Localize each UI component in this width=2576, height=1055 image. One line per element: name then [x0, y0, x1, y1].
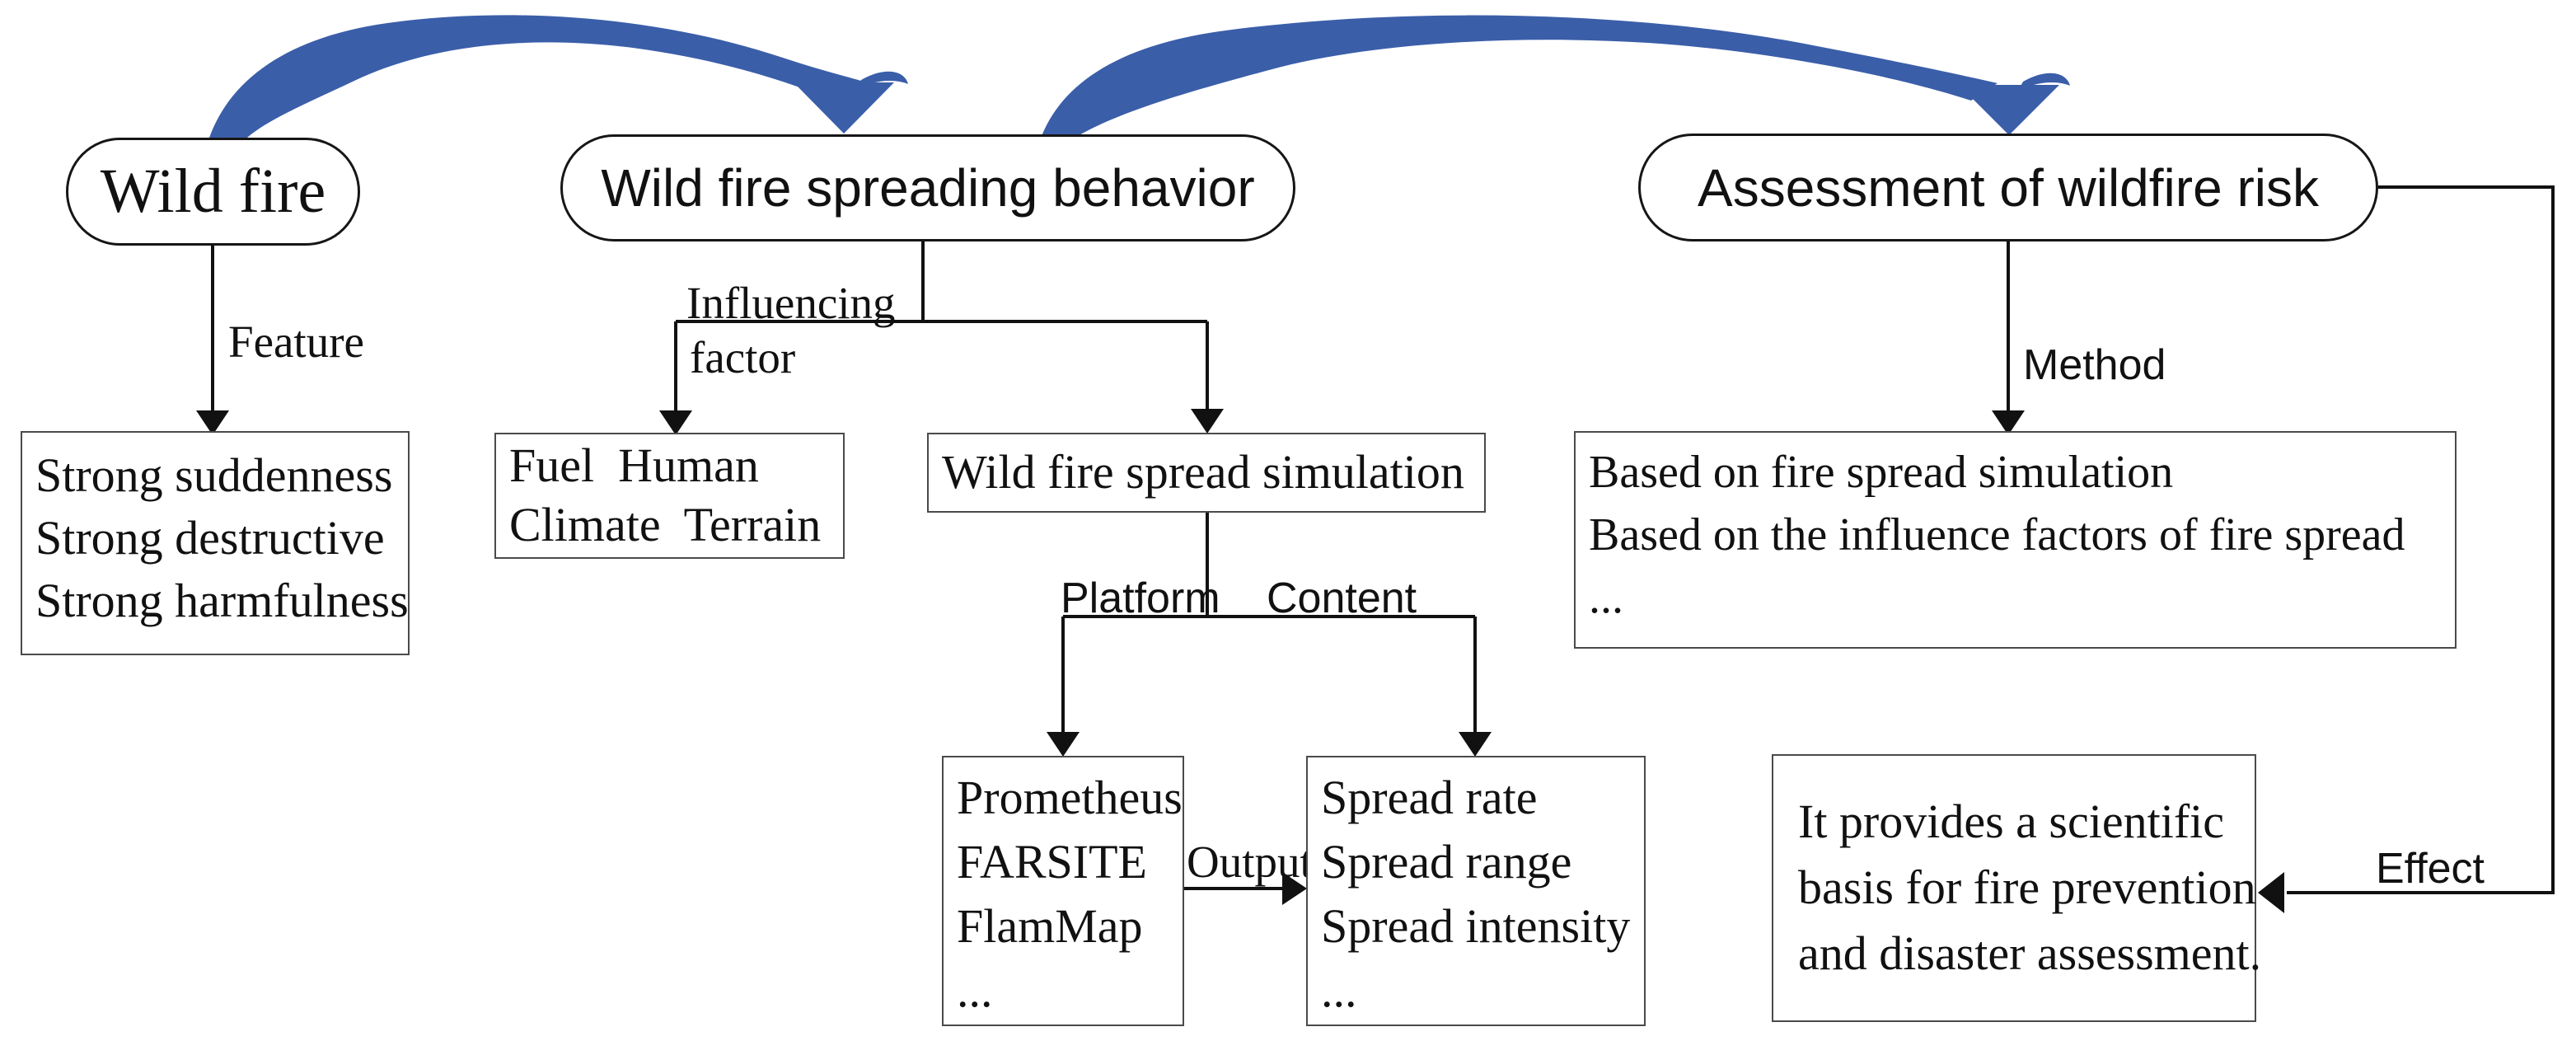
node-label: Wild fire spreading behavior	[601, 158, 1255, 218]
edge-label-factor: factor	[690, 332, 796, 382]
edge-label-content: Content	[1267, 574, 1417, 622]
contents-box: Spread rate Spread range Spread intensit…	[1306, 756, 1646, 1026]
curved-arrow-icon	[209, 15, 908, 138]
edge-label-method: Method	[2023, 341, 2166, 389]
box-line: Spread rate	[1321, 771, 1538, 824]
box-line: Fuel Human	[509, 438, 759, 492]
spread-simulation-box: Wild fire spread simulation	[927, 433, 1486, 513]
platforms-box: Prometheus FARSITE FlamMap ...	[942, 756, 1184, 1026]
node-label: Wild fire	[100, 157, 326, 226]
box-line: Spread range	[1321, 835, 1572, 889]
edge-label-output: Output	[1187, 837, 1313, 887]
node-wild-fire-spreading-behavior: Wild fire spreading behavior	[560, 134, 1295, 241]
edge-label-influencing: Influencing	[686, 278, 896, 328]
effect-box: It provides a scientific basis for fire …	[1772, 754, 2262, 1022]
methods-box: Based on fire spread simulation Based on…	[1574, 431, 2457, 649]
box-line: Strong suddenness	[35, 448, 393, 502]
box-line: ...	[1589, 572, 1623, 623]
influencing-factors-box: Fuel Human Climate Terrain	[494, 433, 845, 559]
box-line: Spread intensity	[1321, 899, 1631, 953]
box-line: ...	[957, 964, 993, 1017]
box-line: Based on fire spread simulation	[1589, 447, 2174, 498]
arrowheads	[196, 409, 2284, 913]
features-box: Strong suddenness Strong destructive Str…	[21, 431, 410, 655]
box-line: FlamMap	[957, 899, 1143, 953]
box-line: Wild fire spread simulation	[942, 445, 1464, 499]
edge-label-platform: Platform	[1061, 574, 1220, 622]
node-label: Assessment of wildfire risk	[1698, 157, 2319, 218]
edge-label-effect: Effect	[2376, 845, 2485, 893]
box-line: FARSITE	[957, 835, 1147, 889]
edge-paths	[211, 185, 2555, 894]
curved-arrow-icon	[1042, 15, 2070, 136]
box-line: Based on the influence factors of fire s…	[1589, 509, 2405, 560]
edge-label-feature: Feature	[228, 316, 364, 367]
box-line: Climate Terrain	[509, 498, 822, 551]
box-line: and disaster assessment.	[1798, 926, 2262, 980]
box-line: ...	[1321, 964, 1357, 1017]
node-wild-fire: Wild fire	[66, 138, 360, 246]
box-line: Strong harmfulness	[35, 574, 409, 627]
box-line: Strong destructive	[35, 511, 385, 565]
box-line: It provides a scientific	[1798, 795, 2224, 848]
box-line: basis for fire prevention	[1798, 860, 2256, 914]
node-assessment-of-wildfire-risk: Assessment of wildfire risk	[1638, 134, 2378, 241]
box-line: Prometheus	[957, 771, 1183, 824]
